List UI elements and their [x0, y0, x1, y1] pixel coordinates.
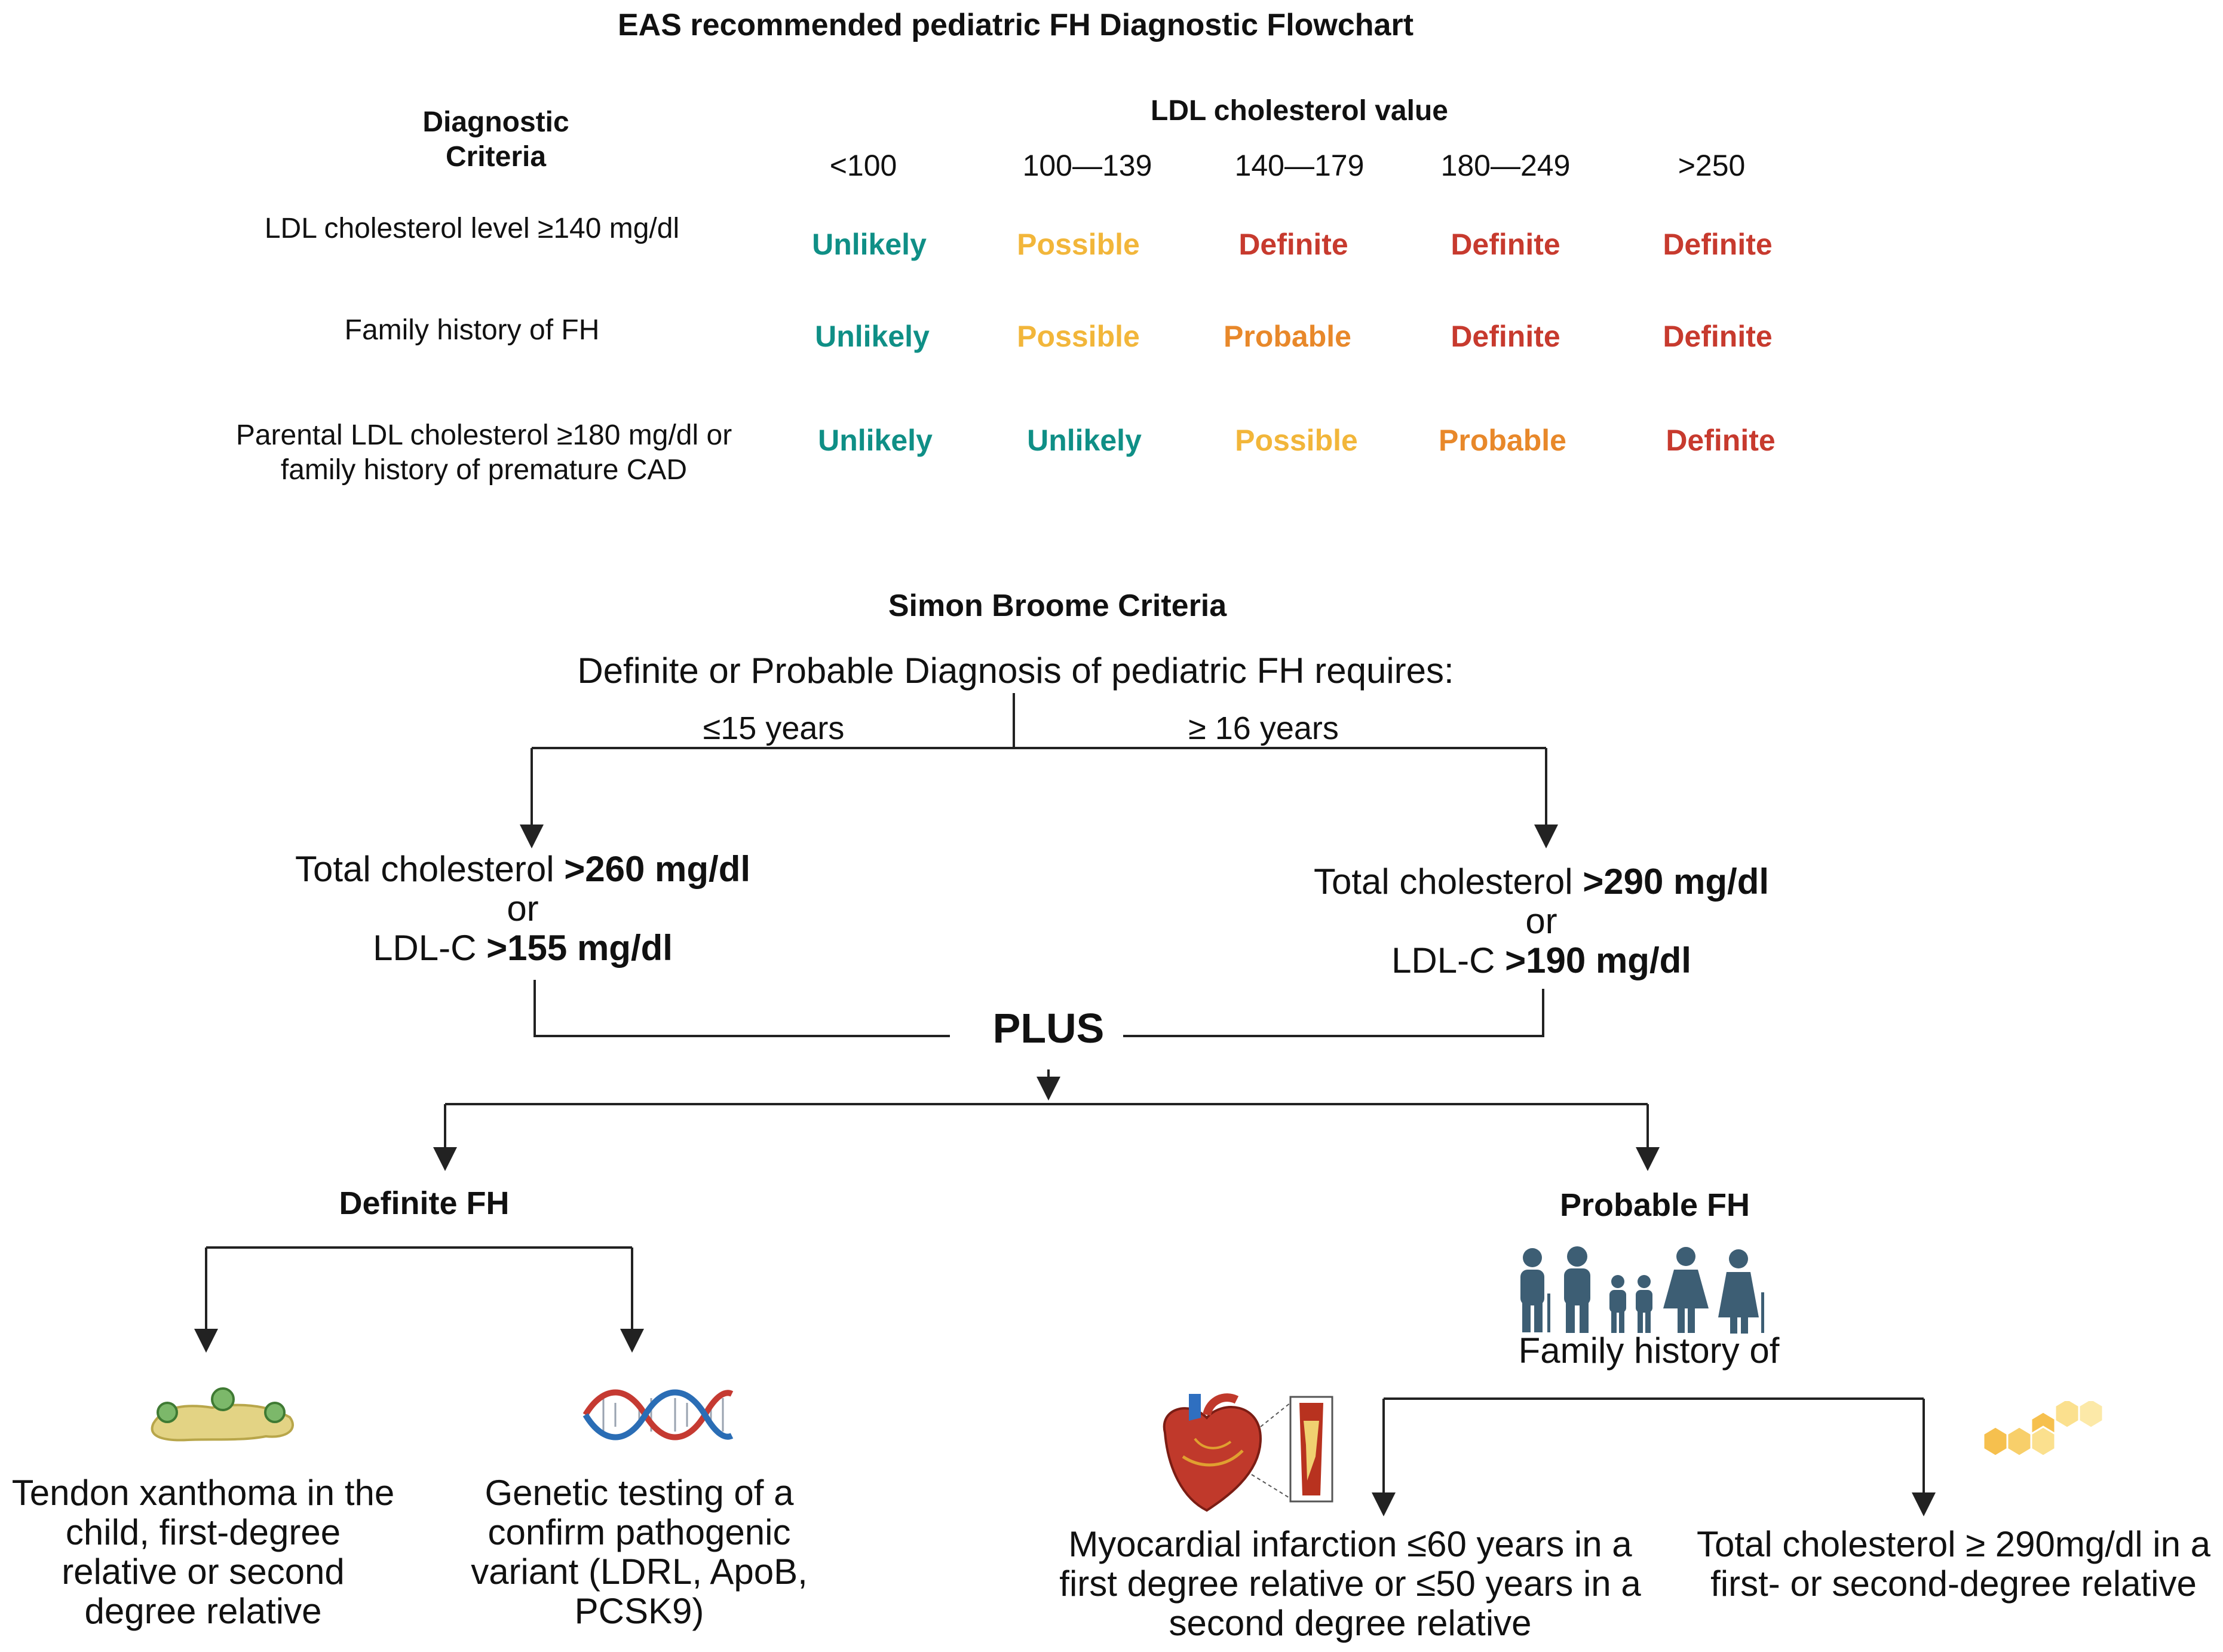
heart-icon — [1163, 1393, 1333, 1512]
family-icon — [1520, 1246, 1764, 1334]
left-tc-value: >260 mg/dl — [564, 849, 751, 889]
left-or: or — [507, 888, 539, 928]
row-label-ldl-level: LDL cholesterol level ≥140 mg/dl — [264, 213, 680, 244]
simon-broome-title: Simon Broome Criteria — [888, 589, 1227, 623]
right-tc-value: >290 mg/dl — [1583, 862, 1770, 902]
column-180-249: 180—249 — [1440, 149, 1571, 182]
table-cell: Definite — [1451, 228, 1560, 261]
row-label-family-history: Family history of FH — [344, 314, 600, 346]
table-cell: Unlikely — [818, 424, 933, 457]
column-140-179: 140—179 — [1234, 149, 1365, 182]
family-history-label: Family history of — [1518, 1331, 1780, 1371]
connector-line — [1123, 989, 1544, 1037]
age-right-label: ≥ 16 years — [1188, 710, 1339, 746]
ldl-value-header: LDL cholesterol value — [1151, 95, 1448, 127]
age-left-label: ≤15 years — [703, 710, 845, 746]
connector-line — [533, 980, 950, 1037]
table-cell: Definite — [1451, 320, 1560, 353]
right-thresholds: Total cholesterol >290 mg/dl or LDL-C >1… — [1243, 862, 1840, 980]
xanthoma-text: Tendon xanthoma in the child, first-degr… — [11, 1473, 395, 1631]
eas-title: EAS recommended pediatric FH Diagnostic … — [617, 8, 1414, 42]
probable-fh-title: Probable FH — [1559, 1187, 1750, 1223]
table-cell: Possible — [1017, 228, 1140, 261]
right-ldl-prefix: LDL-C — [1391, 940, 1505, 980]
table-cell: Definite — [1663, 228, 1773, 261]
row-label-parental-ldl: Parental LDL cholesterol ≥180 mg/dl or f… — [235, 419, 732, 486]
total-cholesterol-relative-text: Total cholesterol ≥ 290mg/dl in a first-… — [1696, 1524, 2211, 1604]
table-cell: Possible — [1235, 424, 1358, 457]
right-tc-prefix: Total cholesterol — [1313, 862, 1583, 902]
left-thresholds: Total cholesterol >260 mg/dl or LDL-C >1… — [224, 850, 821, 968]
table-cell: Definite — [1666, 424, 1776, 457]
table-cell: Definite — [1238, 228, 1348, 261]
right-or: or — [1525, 901, 1557, 941]
xanthoma-icon — [151, 1387, 294, 1442]
table-cell: Possible — [1017, 320, 1140, 353]
left-tc-prefix: Total cholesterol — [295, 849, 565, 889]
genetic-testing-text: Genetic testing of a confirm pathogenic … — [471, 1473, 808, 1631]
diagnostic-criteria-header: Diagnostic Criteria — [422, 106, 569, 173]
table-cell: Probable — [1224, 320, 1351, 353]
requirement-text: Definite or Probable Diagnosis of pediat… — [577, 651, 1454, 691]
table-cell: Probable — [1439, 424, 1566, 457]
definite-fh-title: Definite FH — [339, 1185, 510, 1221]
myocardial-infarction-text: Myocardial infarction ≤60 years in a fir… — [1059, 1524, 1641, 1643]
right-ldl-value: >190 mg/dl — [1505, 940, 1691, 980]
dna-icon — [582, 1389, 734, 1440]
column-gt250: >250 — [1678, 149, 1746, 182]
left-ldl-prefix: LDL-C — [373, 928, 487, 968]
table-cell: Unlikely — [1027, 424, 1142, 457]
plus-label: PLUS — [992, 1005, 1105, 1052]
cholesterol-molecule-icon — [1982, 1401, 2104, 1457]
table-cell: Definite — [1663, 320, 1773, 353]
left-ldl-value: >155 mg/dl — [486, 928, 673, 968]
table-cell: Unlikely — [812, 228, 927, 261]
column-100-139: 100—139 — [1022, 149, 1152, 182]
table-cell: Unlikely — [815, 320, 930, 353]
column-lt100: <100 — [829, 149, 897, 182]
